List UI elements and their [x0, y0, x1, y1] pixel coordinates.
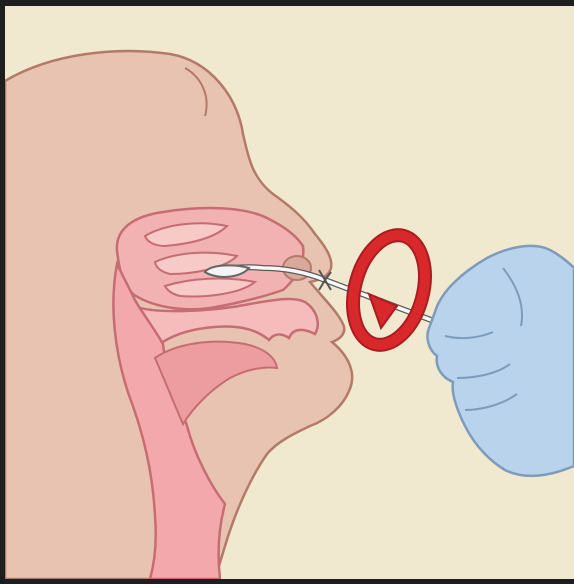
swab-illustration: [5, 6, 574, 579]
